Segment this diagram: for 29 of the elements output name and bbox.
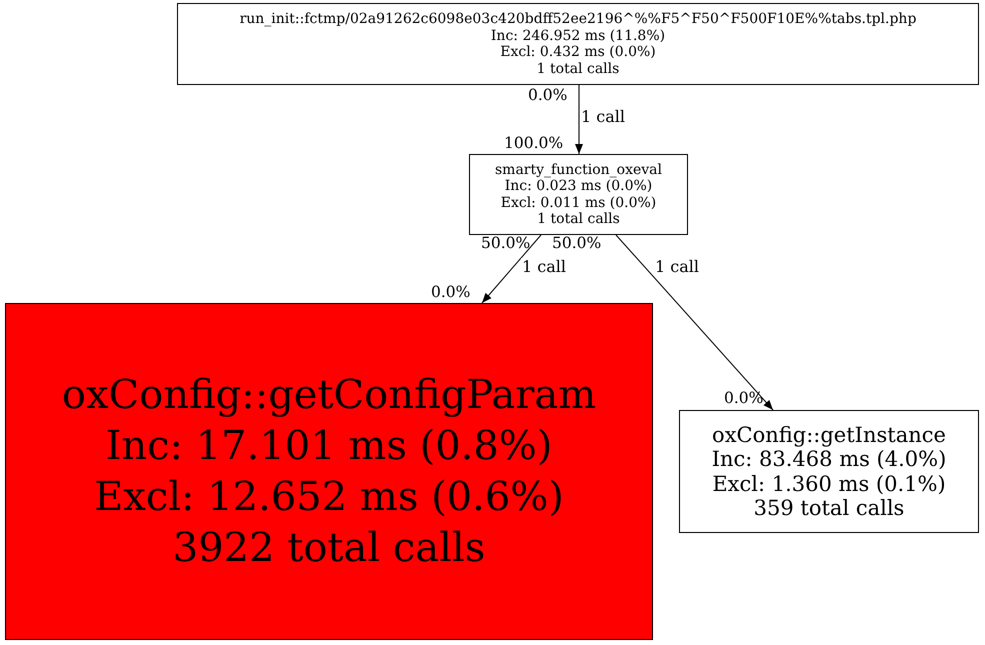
call-count-text: 3922 total calls xyxy=(172,524,486,572)
function-box xyxy=(177,3,979,85)
inclusive-time-text: Inc: 83.468 ms (4.0%) xyxy=(712,447,946,472)
inclusive-time-text: Inc: 17.101 ms (0.8%) xyxy=(106,422,552,470)
arrow xyxy=(482,234,542,304)
exclusive-time-text: Excl: 1.360 ms (0.1%) xyxy=(712,472,946,496)
arrow xyxy=(575,84,583,154)
function-name: oxConfig::getConfigParam xyxy=(62,370,596,420)
inclusive-time-text: Inc: 246.952 ms (11.8%) xyxy=(490,28,666,44)
function-name: run_init::fctmp/02a91262c6098e03c420bdff52ee2196^%%F5^F50^F500F10E%%tabs.tpl.php xyxy=(240,11,916,28)
percentage-label: 50.0% xyxy=(481,234,530,252)
function-box xyxy=(5,303,653,640)
function-box xyxy=(679,410,979,533)
exclusive-time-text: Excl: 12.652 ms (0.6%) xyxy=(94,472,564,522)
exclusive-time-text: Excl: 0.011 ms (0.0%) xyxy=(500,194,656,211)
function-name: oxConfig::getInstance xyxy=(712,422,946,447)
percentage-label: 0.0% xyxy=(528,86,568,104)
arrow xyxy=(616,234,774,410)
call-count-text: 1 total calls xyxy=(537,211,620,228)
call-count-text: 359 total calls xyxy=(754,496,904,520)
percentage-label: 0.0% xyxy=(431,283,470,301)
function-box xyxy=(469,154,688,235)
call-count-text: 1 total calls xyxy=(536,60,620,77)
exclusive-time-text: Excl: 0.432 ms (0.0%) xyxy=(500,44,656,60)
percentage-label: 50.0% xyxy=(552,234,602,252)
function-name: smarty_function_oxeval xyxy=(495,162,662,178)
percentage-label: 0.0% xyxy=(724,389,764,407)
inclusive-time-text: Inc: 0.023 ms (0.0%) xyxy=(504,178,652,194)
percentage-label: 100.0% xyxy=(504,134,564,152)
